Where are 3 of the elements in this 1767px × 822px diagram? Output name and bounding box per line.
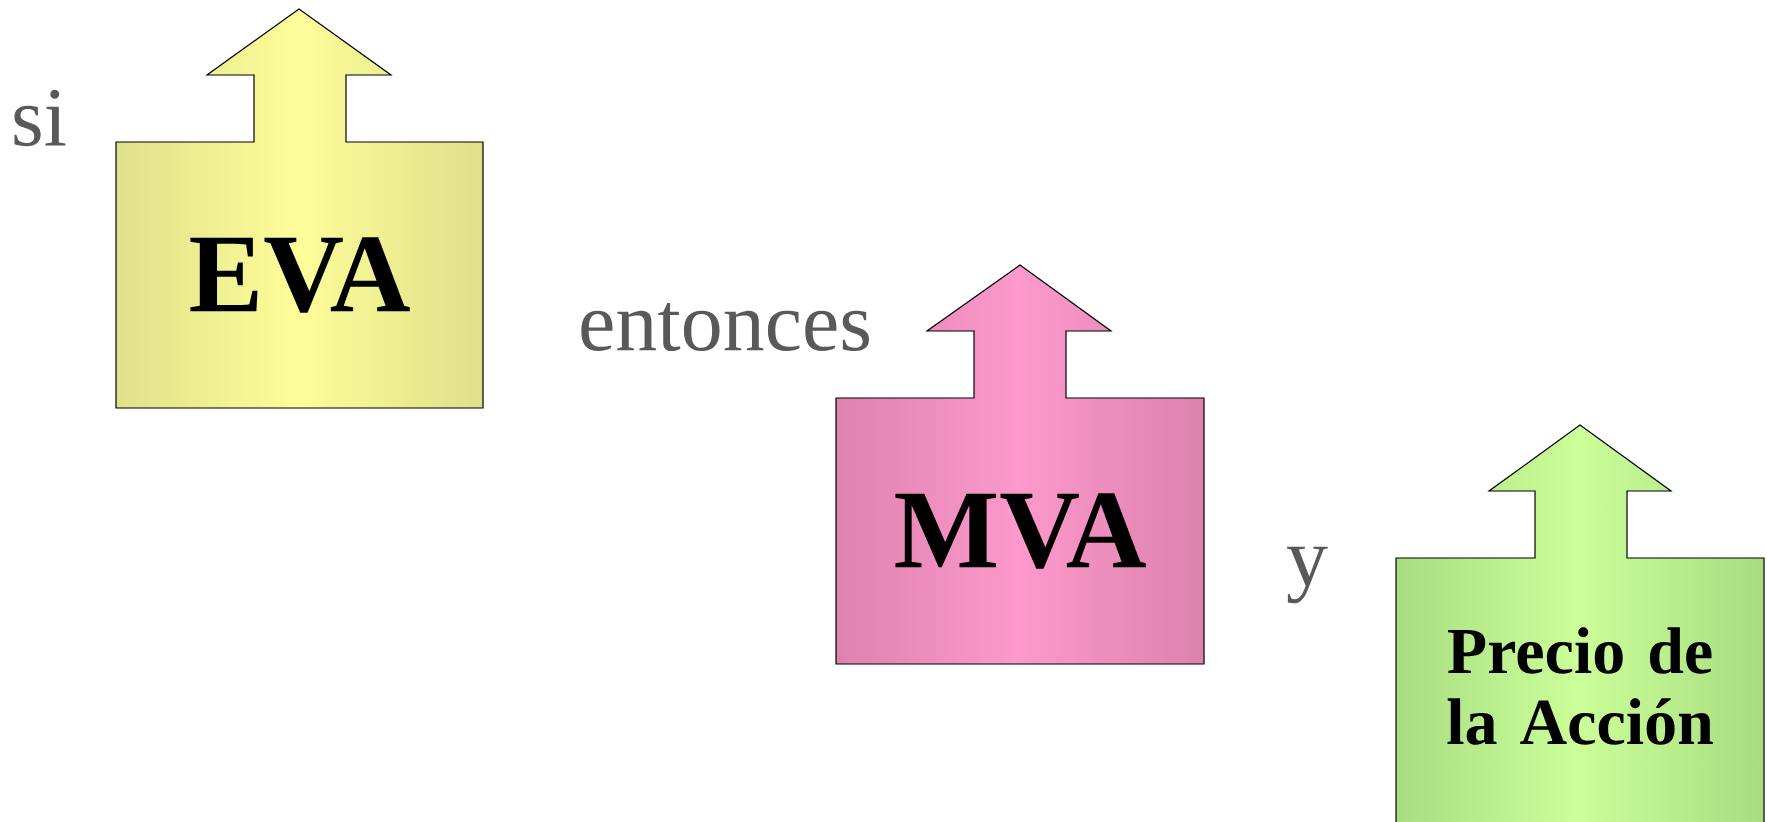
- arrow-box: Precio de la Acción: [1395, 424, 1765, 822]
- connecting-word: y: [1287, 546, 1328, 604]
- arrow-box: EVA: [115, 8, 484, 409]
